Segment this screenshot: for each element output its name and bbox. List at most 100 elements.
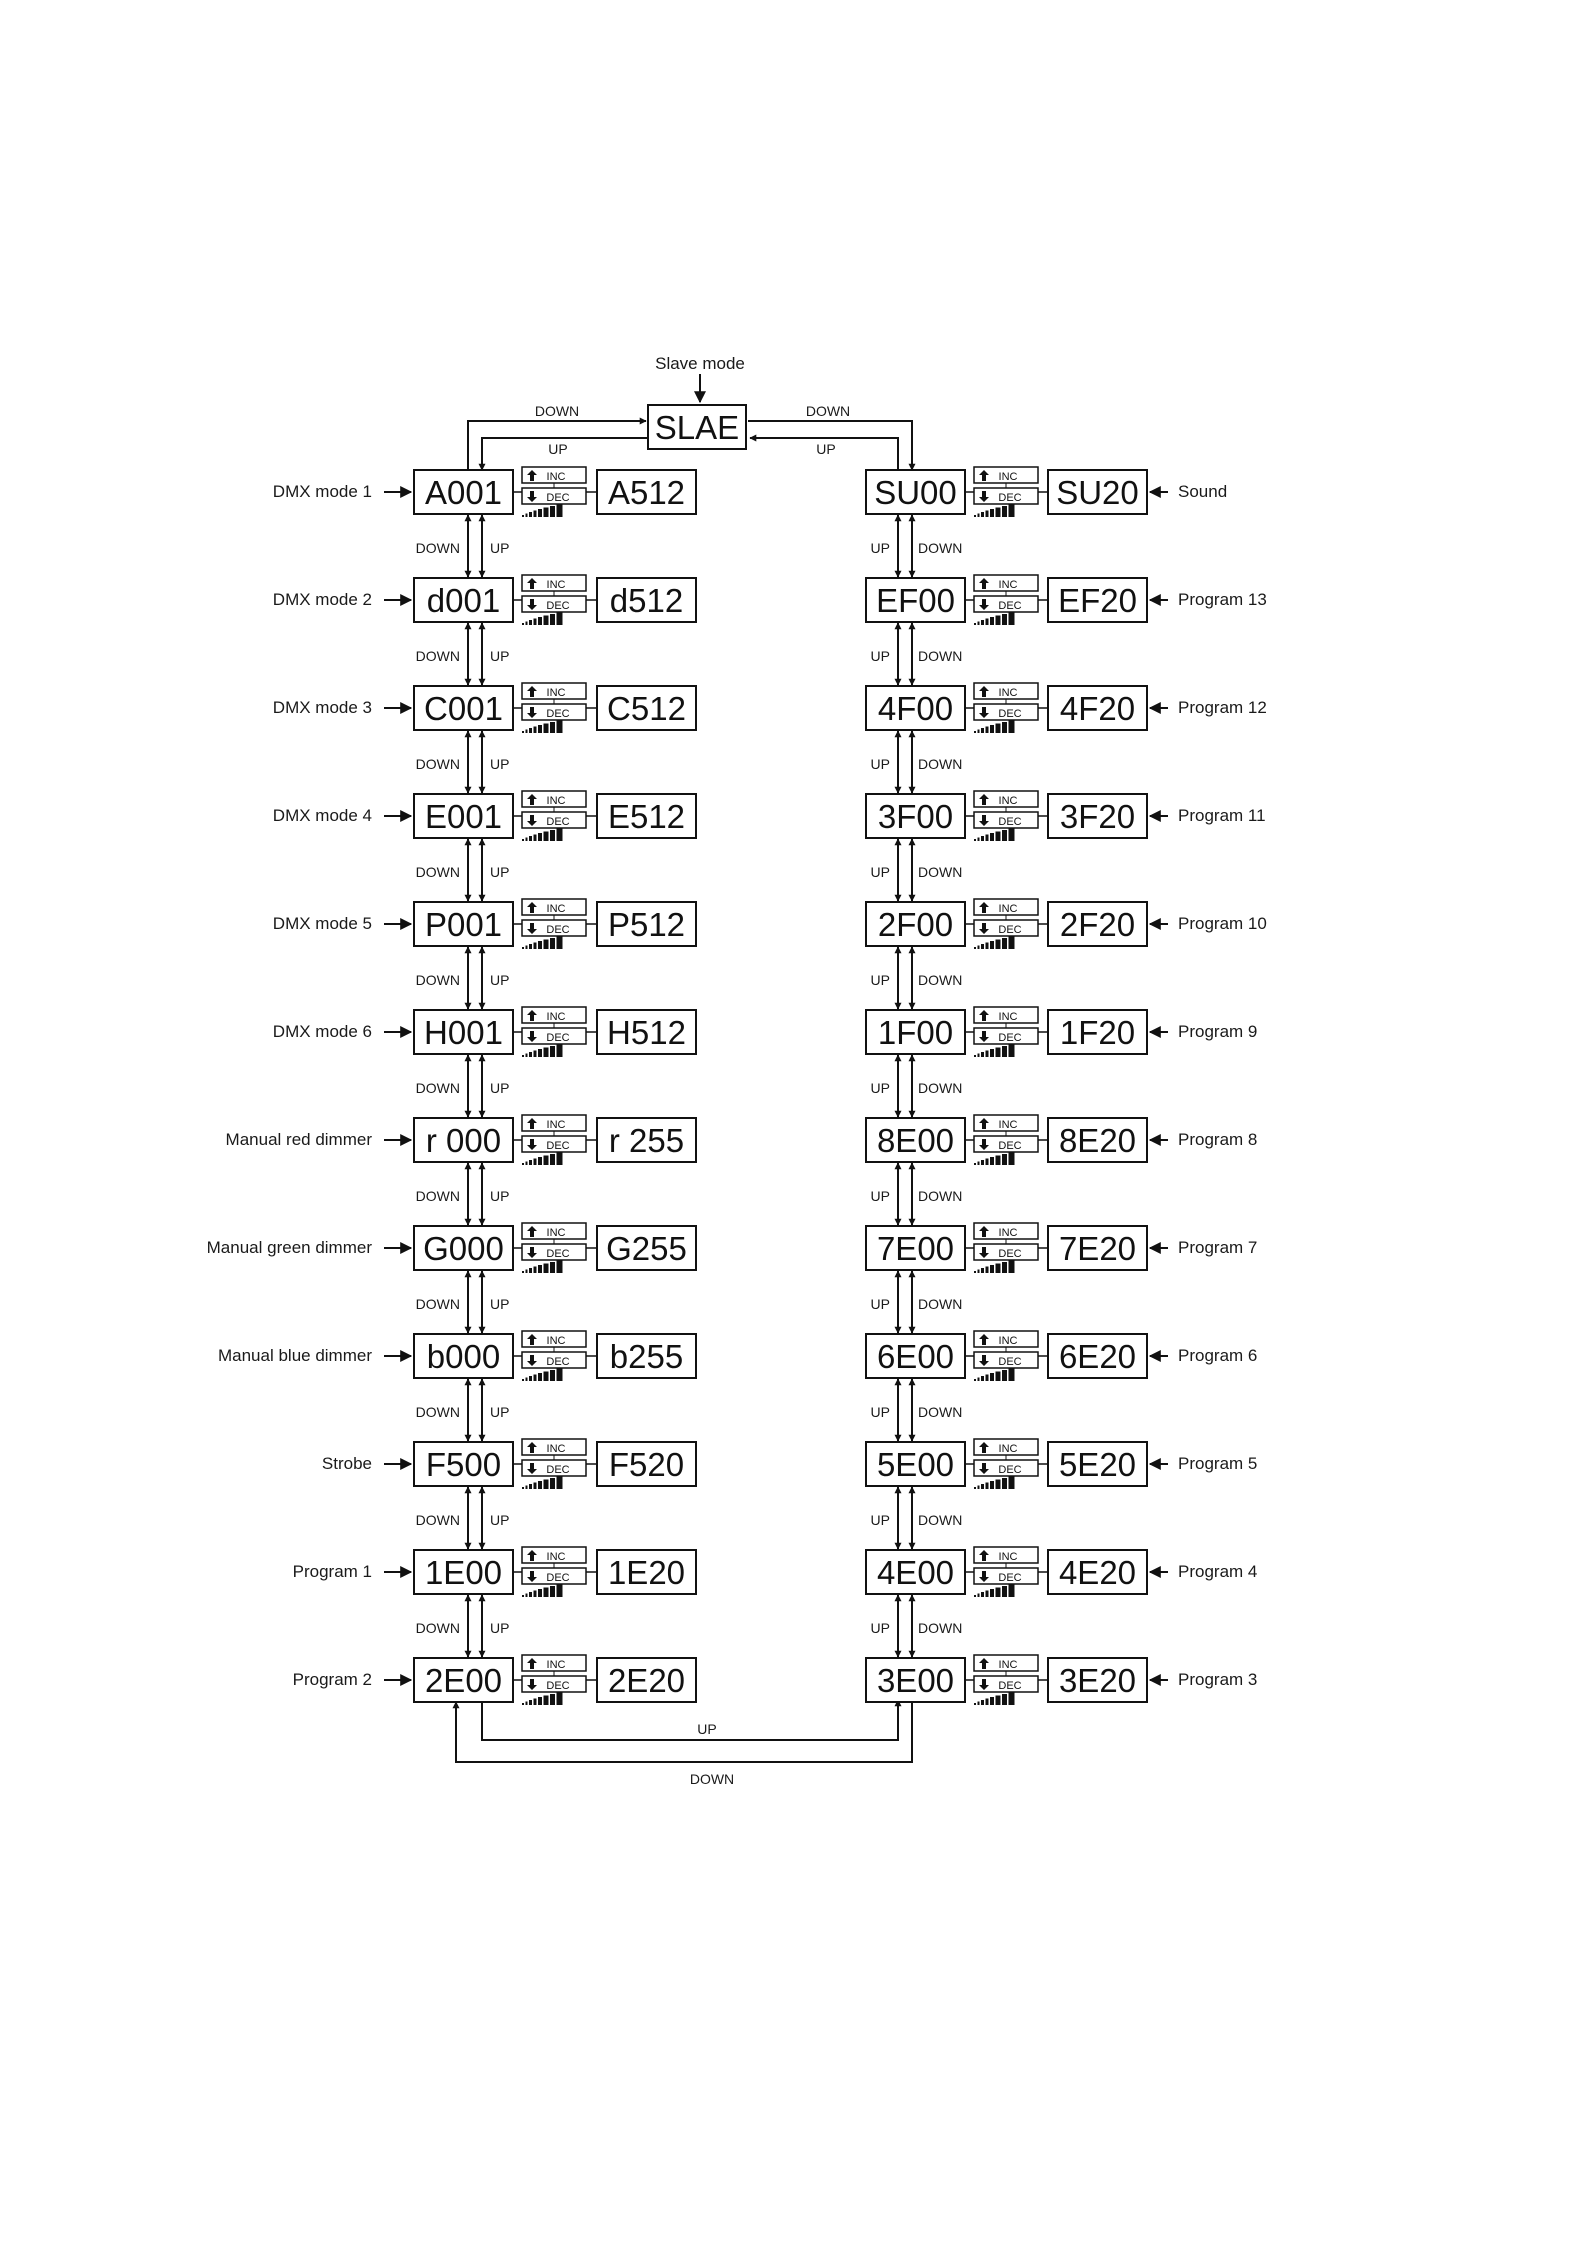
inc-button[interactable] [521, 1114, 587, 1132]
up-arrow-icon [527, 1550, 537, 1561]
dec-button[interactable] [521, 1351, 587, 1369]
inc-button[interactable] [973, 1114, 1039, 1132]
inc-button[interactable] [973, 898, 1039, 916]
inc-button[interactable] [973, 574, 1039, 592]
dec-button[interactable] [973, 595, 1039, 613]
dec-button[interactable] [521, 1675, 587, 1693]
dec-button[interactable] [973, 919, 1039, 937]
dec-button[interactable] [973, 487, 1039, 505]
end-display-box: 2F20 [1047, 901, 1148, 947]
dec-button[interactable] [521, 1135, 587, 1153]
dec-button[interactable] [521, 1243, 587, 1261]
inc-button[interactable] [521, 1654, 587, 1672]
up-arrow-icon [979, 1334, 989, 1345]
row-label: Strobe [322, 1454, 372, 1473]
level-bars-icon [974, 720, 1015, 733]
dec-label: DEC [546, 600, 569, 612]
end-display-box: EF20 [1047, 577, 1148, 623]
dec-button[interactable] [521, 703, 587, 721]
inc-button[interactable] [521, 1330, 587, 1348]
down-arrow-icon [979, 707, 989, 718]
up-arrow-icon [527, 1226, 537, 1237]
inc-button[interactable] [973, 1654, 1039, 1672]
start-display-value: 3F00 [878, 798, 953, 835]
start-display-value: E001 [425, 798, 502, 835]
label-bottom-up: UP [697, 1721, 716, 1737]
dec-label: DEC [546, 1032, 569, 1044]
end-display-box: F520 [596, 1441, 697, 1487]
dec-button[interactable] [973, 811, 1039, 829]
inc-label: INC [999, 1119, 1018, 1131]
dec-button[interactable] [521, 1459, 587, 1477]
dec-button[interactable] [521, 1567, 587, 1585]
dec-label: DEC [998, 1248, 1021, 1260]
level-bars-icon [522, 1584, 563, 1597]
inc-button[interactable] [973, 1438, 1039, 1456]
up-down-arrows [894, 1486, 916, 1550]
inc-button[interactable] [973, 1546, 1039, 1564]
inc-button[interactable] [973, 1006, 1039, 1024]
inc-button[interactable] [521, 1006, 587, 1024]
up-label: UP [490, 1080, 509, 1096]
inc-button[interactable] [973, 1222, 1039, 1240]
down-label: DOWN [918, 972, 962, 988]
end-display-value: H512 [607, 1014, 686, 1051]
start-display-box: F500 [413, 1441, 514, 1487]
start-display-value: SU00 [874, 474, 957, 511]
dec-button[interactable] [973, 1243, 1039, 1261]
inc-button[interactable] [973, 1330, 1039, 1348]
level-bars-icon [974, 504, 1015, 517]
inc-button[interactable] [521, 466, 587, 484]
dec-label: DEC [998, 1140, 1021, 1152]
inc-button[interactable] [521, 682, 587, 700]
up-down-arrows [464, 1162, 486, 1226]
row-label: DMX mode 6 [273, 1022, 372, 1041]
start-display-box: 4E00 [865, 1549, 966, 1595]
down-label: DOWN [416, 648, 460, 664]
dec-button[interactable] [973, 703, 1039, 721]
up-label: UP [871, 756, 890, 772]
dec-button[interactable] [973, 1459, 1039, 1477]
dec-button[interactable] [973, 1567, 1039, 1585]
down-label: DOWN [918, 1080, 962, 1096]
level-bars-icon [522, 720, 563, 733]
dec-button[interactable] [973, 1351, 1039, 1369]
start-display-value: 1F00 [878, 1014, 953, 1051]
row-label: Program 13 [1178, 590, 1267, 609]
dec-button[interactable] [973, 1027, 1039, 1045]
inc-label: INC [547, 1551, 566, 1563]
inc-button[interactable] [973, 682, 1039, 700]
inc-button[interactable] [521, 1546, 587, 1564]
dec-button[interactable] [521, 919, 587, 937]
dec-button[interactable] [521, 595, 587, 613]
inc-button[interactable] [521, 790, 587, 808]
inc-button[interactable] [521, 574, 587, 592]
dec-button[interactable] [521, 811, 587, 829]
dec-button[interactable] [973, 1675, 1039, 1693]
down-label: DOWN [918, 1296, 962, 1312]
inc-button[interactable] [521, 898, 587, 916]
level-bars-icon [974, 1476, 1015, 1489]
slave-display-box: SLAE [647, 404, 747, 450]
dec-button[interactable] [521, 1027, 587, 1045]
inc-button[interactable] [521, 1222, 587, 1240]
down-arrow-icon [979, 923, 989, 934]
down-label: DOWN [918, 540, 962, 556]
down-arrow-icon [979, 1247, 989, 1258]
dec-button[interactable] [521, 487, 587, 505]
dec-button[interactable] [973, 1135, 1039, 1153]
inc-button[interactable] [521, 1438, 587, 1456]
dec-label: DEC [546, 708, 569, 720]
inc-button[interactable] [973, 790, 1039, 808]
inc-button[interactable] [973, 466, 1039, 484]
start-display-box: 1E00 [413, 1549, 514, 1595]
dec-label: DEC [546, 1680, 569, 1692]
down-arrow-icon [527, 707, 537, 718]
down-label: DOWN [918, 756, 962, 772]
up-label: UP [871, 1404, 890, 1420]
